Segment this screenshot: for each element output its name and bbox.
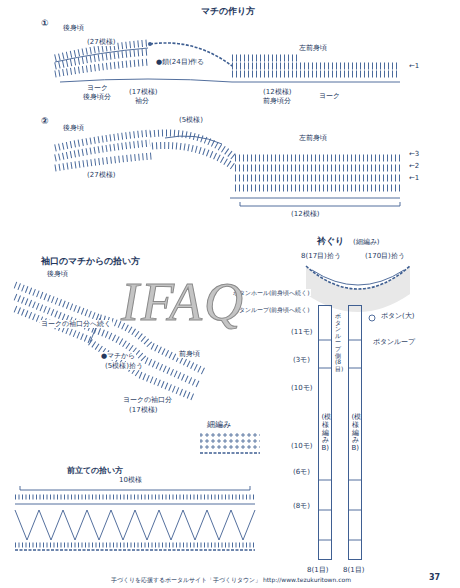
chart-label: ●マチから [100,352,136,360]
chart-label: (5模様) [178,116,204,124]
pattern-band: (模様編みB) [348,305,362,560]
chart-label: ボタンループ側(8目) [335,312,341,373]
chart-label: ←1 [408,174,420,182]
chart-label: (3モ) [292,356,311,364]
chart-label: ヨークの袖口分 [122,396,173,404]
chart-label: ヨークの袖口分へ続く [40,320,112,328]
chart-label: ←1 [408,62,420,70]
chart-label: (5模様)拾う [104,362,144,370]
band-text: (模様編みB) [322,413,329,453]
chart-label: 衿ぐり [316,236,345,247]
chart-label: (10モ) [290,442,313,450]
chart-label: (12模様) [262,88,292,96]
chart-label: (11モ) [290,328,313,336]
chart-label: ボタンループ [372,338,416,346]
chart-label: 袖分 [134,97,150,105]
chart-label: (27模様) [86,171,116,179]
neckline-chart [306,266,410,540]
watermark: IFAQ [120,275,246,329]
chart-label: ←3 [408,150,420,158]
chart-label: (細編み) [352,238,380,246]
chart-label: 8(17目)拾う [300,252,342,260]
chart-label: 前身頃分 [262,97,292,105]
chart-label: 後身頃 [46,270,69,278]
chart-label: ① [40,18,50,29]
gusset-chart-2 [55,133,400,206]
chart-label: ●鎖(24目)作る [155,58,205,66]
pattern-band: (模様編みB) [318,305,332,560]
chart-label: ボタン(大) [380,312,415,320]
chart-label: 前身頃 [178,350,201,358]
chart-label: 後身頃 [62,124,85,132]
chart-label: (6モ) [292,468,311,476]
chart-label: ヨーク [318,92,341,100]
gusset-chart-1 [55,42,400,82]
chart-label: 手づくりを応援するポータルサイト「手づくりタウン」 http://www.tez… [110,576,352,583]
section-title: マチの作り方 [200,6,256,17]
stitch-sample [200,432,260,453]
chart-label: ヨーク [86,84,109,92]
chart-label: 左前身頃 [298,44,328,52]
chart-label: 左前身頃 [298,134,328,142]
chart-label: ② [40,116,50,127]
chart-label: 10模様 [118,476,143,484]
chart-label: (8モ) [292,502,311,510]
chart-label: (27模様) [86,38,116,46]
chart-label: 前立ての拾い方 [66,466,124,476]
chart-label: 袖口のマチからの拾い方 [40,256,141,267]
chart-label: 後身頃 [62,24,85,32]
front-band-chart [15,486,255,550]
chart-label: ←2 [408,162,420,170]
band-text: (模様編みB) [352,413,359,453]
chart-label: (10モ) [290,384,313,392]
chart-label: 細編み [206,420,232,430]
chart-label: 37 [428,573,441,583]
chart-label: (170目)拾う [364,252,406,260]
chart-label: (17模様) [128,406,158,414]
chart-label: (17模様) [128,88,158,96]
chart-label: 8(1目) [342,566,365,574]
chart-label: 後身頃分 [82,93,112,101]
chart-label: 8(1目) [306,566,329,574]
chart-label: (12模様) [290,210,320,218]
